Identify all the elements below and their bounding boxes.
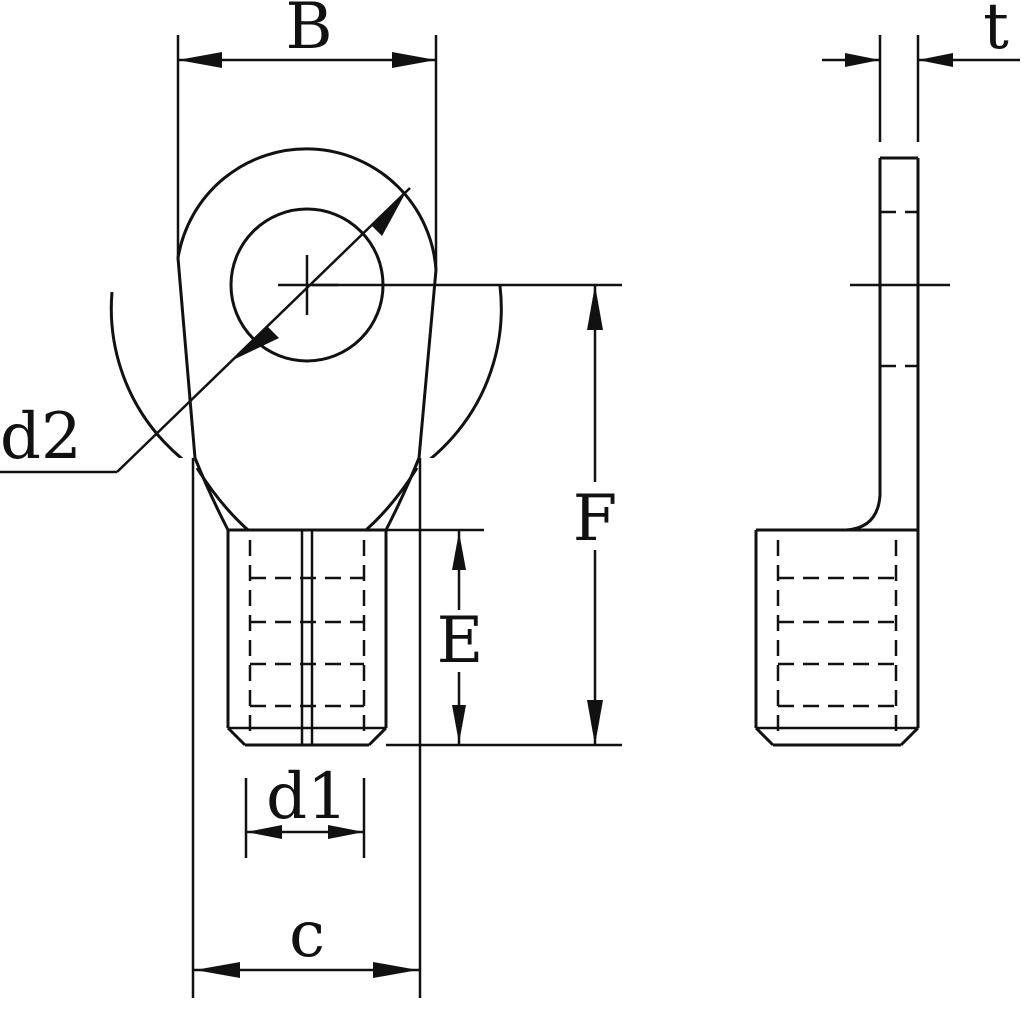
tongue-left-bend [845, 158, 882, 532]
dimension-d1: d1 [244, 760, 366, 858]
side-view [754, 156, 950, 747]
dimension-c: c [191, 458, 422, 998]
neck-right-inner [365, 467, 419, 532]
neck-left-outer [193, 457, 230, 531]
barrel-chamfer-right [367, 726, 388, 747]
label-t: t [983, 0, 1009, 64]
label-d1: d1 [266, 760, 348, 834]
dimension-b: B [176, 0, 438, 270]
label-b: B [285, 0, 332, 64]
front-view [109, 147, 503, 747]
barrel-chamfer-left [226, 726, 247, 747]
neck-right-outer [384, 457, 421, 531]
dimension-f: F [312, 283, 622, 747]
d2-reference-arc [109, 285, 503, 458]
neck-left-inner [195, 467, 249, 532]
label-c: c [289, 898, 325, 972]
dimension-e: E [386, 528, 484, 745]
label-e: E [437, 604, 484, 678]
dimension-d2: d2 [0, 187, 411, 474]
label-d2: d2 [0, 400, 82, 474]
label-f: F [573, 482, 617, 556]
ring-tongue-outline [176, 147, 438, 459]
dimension-t: t [822, 0, 1020, 142]
